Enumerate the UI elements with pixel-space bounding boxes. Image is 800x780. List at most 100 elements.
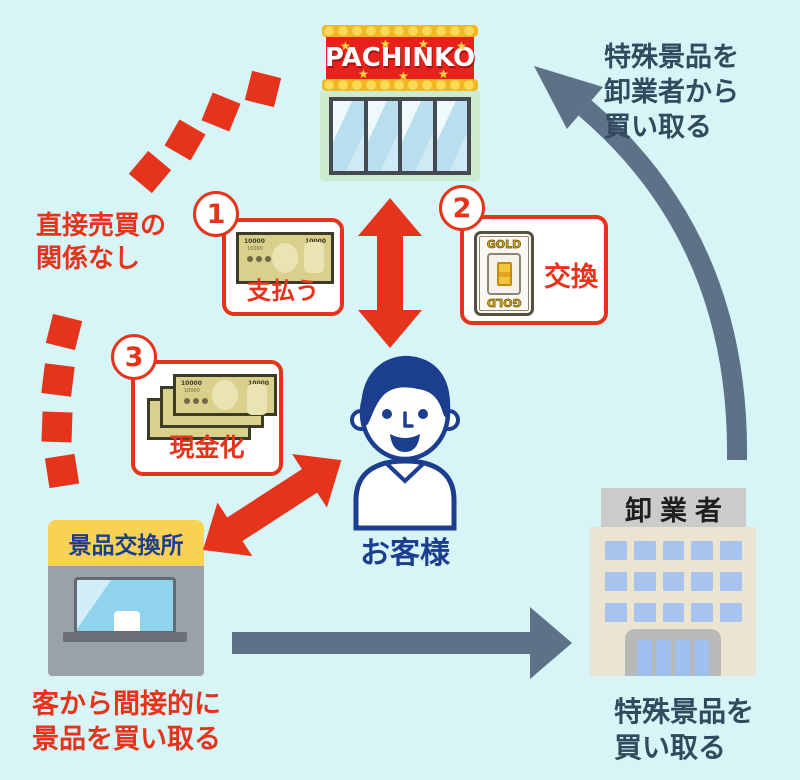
pachinko-storefront	[320, 91, 480, 181]
banknote-watermark	[212, 380, 238, 410]
star-icon: ★	[358, 67, 369, 81]
step-3-number: 3	[124, 341, 144, 373]
wholesaler-windows	[605, 541, 742, 622]
step-2-number-badge: 2	[439, 185, 485, 231]
annotation-line: 卸業者から	[604, 77, 739, 109]
dashed-arc-segment	[41, 363, 75, 397]
pachinko-window-pane	[436, 101, 467, 171]
customer-mouth	[390, 434, 420, 452]
door-panel	[675, 640, 690, 676]
customer-nose	[403, 411, 414, 428]
annotation-line: 買い取る	[614, 731, 727, 765]
step-1-pay-box: 10000 10000 10000 支払う	[222, 218, 344, 316]
step-2-exchange-box: GOLD GOLD 交換	[460, 215, 608, 325]
dashed-arc-segment	[41, 411, 73, 443]
curved-arrow-shaft	[578, 100, 748, 461]
annotation-no-direct-deal: 直接売買の 関係なし	[36, 210, 166, 277]
window	[691, 541, 714, 560]
exchange-shop-body	[48, 566, 204, 676]
customer-label: お客様	[360, 536, 450, 571]
dashed-arc-segment	[44, 453, 80, 489]
step-1-number-badge: 1	[193, 191, 239, 237]
annotation-line: 直接売買の	[36, 211, 167, 241]
banknote-serial: 10000	[247, 246, 263, 252]
step-3-label: 現金化	[169, 433, 245, 462]
banknote-portrait	[247, 384, 267, 415]
gold-card-bottom-label: GOLD	[486, 296, 522, 310]
banknote-value: 10000	[248, 381, 269, 387]
annotation-pachinko-buys: 特殊景品を 卸業者から 買い取る	[604, 40, 739, 145]
star-icon: ★	[438, 67, 449, 81]
star-icon: ★	[456, 39, 467, 53]
banknote-marks	[247, 256, 271, 262]
window	[720, 541, 742, 560]
special-prize-card-icon: GOLD GOLD	[474, 231, 534, 316]
annotation-line: 関係なし	[36, 244, 141, 275]
annotation-line: 買い取る	[604, 112, 712, 144]
step-2-number: 2	[452, 192, 472, 224]
annotation-line: 特殊景品を	[604, 42, 739, 73]
pachinko-parlor-building: PACHINKO ★ ★ ★ ★ ★ ★ ★	[320, 25, 480, 181]
banknote-marks	[184, 398, 208, 404]
banknote-watermark	[272, 243, 298, 273]
window	[605, 572, 627, 591]
door-panel	[637, 640, 652, 676]
annotation-shop-buys: 客から間接的に 景品を買い取る	[32, 688, 221, 757]
customer-eye	[418, 409, 428, 419]
window	[720, 572, 742, 591]
exchange-shop-window	[74, 577, 176, 634]
step-3-cash-box: 10000 10000 10000 現金化	[131, 360, 283, 476]
gold-bar-icon	[496, 261, 512, 286]
customer-collar	[384, 461, 426, 484]
window	[605, 541, 627, 560]
gold-card-window	[487, 252, 521, 295]
curved-arrow-head	[534, 66, 603, 129]
pachinko-sign: PACHINKO	[324, 37, 476, 79]
pachinko-window-pane	[367, 101, 398, 171]
step-1-label: 支払う	[247, 277, 319, 305]
exchange-shop-sign: 景品交換所	[48, 520, 204, 566]
wholesaler-entrance	[625, 629, 721, 676]
star-icon: ★	[418, 37, 429, 51]
wholesaler-label: 卸業者	[625, 495, 730, 527]
annotation-line: 特殊景品を	[614, 695, 755, 728]
banknote-value: 10000	[305, 239, 326, 245]
window	[691, 572, 714, 591]
banknote-icon: 10000 10000 10000	[173, 374, 277, 416]
pachinko-window-frame	[329, 97, 471, 175]
pachinko-sign-top-trim	[322, 25, 478, 37]
window	[662, 572, 685, 591]
pachinko-sign-text: PACHINKO	[324, 43, 476, 73]
annotation-wholesaler-buys: 特殊景品を 買い取る	[614, 694, 754, 767]
star-icon: ★	[380, 37, 391, 51]
banknote-value: 10000	[181, 380, 202, 387]
star-icon: ★	[340, 39, 351, 53]
step-3-number-badge: 3	[111, 334, 157, 380]
step-2-label: 交換	[544, 262, 598, 293]
pachinko-sign-bottom-trim	[322, 79, 478, 91]
banknote-icon: 10000 10000 10000	[236, 232, 334, 284]
pachinko-window-pane	[402, 101, 433, 171]
window	[662, 541, 685, 560]
door-panel	[656, 640, 671, 676]
customer-eye	[382, 409, 392, 419]
window	[633, 572, 656, 591]
prize-exchange-kiosk: 景品交換所	[48, 520, 204, 676]
exchange-shop-counter-ledge	[63, 632, 187, 642]
window	[633, 541, 656, 560]
exchange-shop-counter-opening	[114, 611, 140, 631]
wholesaler-sign: 卸業者	[601, 488, 746, 528]
banknote-portrait	[304, 242, 324, 273]
window	[691, 603, 714, 622]
window	[633, 603, 656, 622]
customer-illustration	[350, 355, 460, 531]
gold-card-top-label: GOLD	[486, 238, 522, 251]
customer-shirt	[353, 458, 457, 531]
step-1-number: 1	[206, 198, 226, 230]
window	[605, 603, 627, 622]
wholesaler-doors	[637, 640, 709, 676]
double-arrow-pachinko-customer	[358, 198, 422, 348]
banknote-serial: 10000	[184, 388, 200, 394]
banknote-value: 10000	[244, 238, 265, 245]
